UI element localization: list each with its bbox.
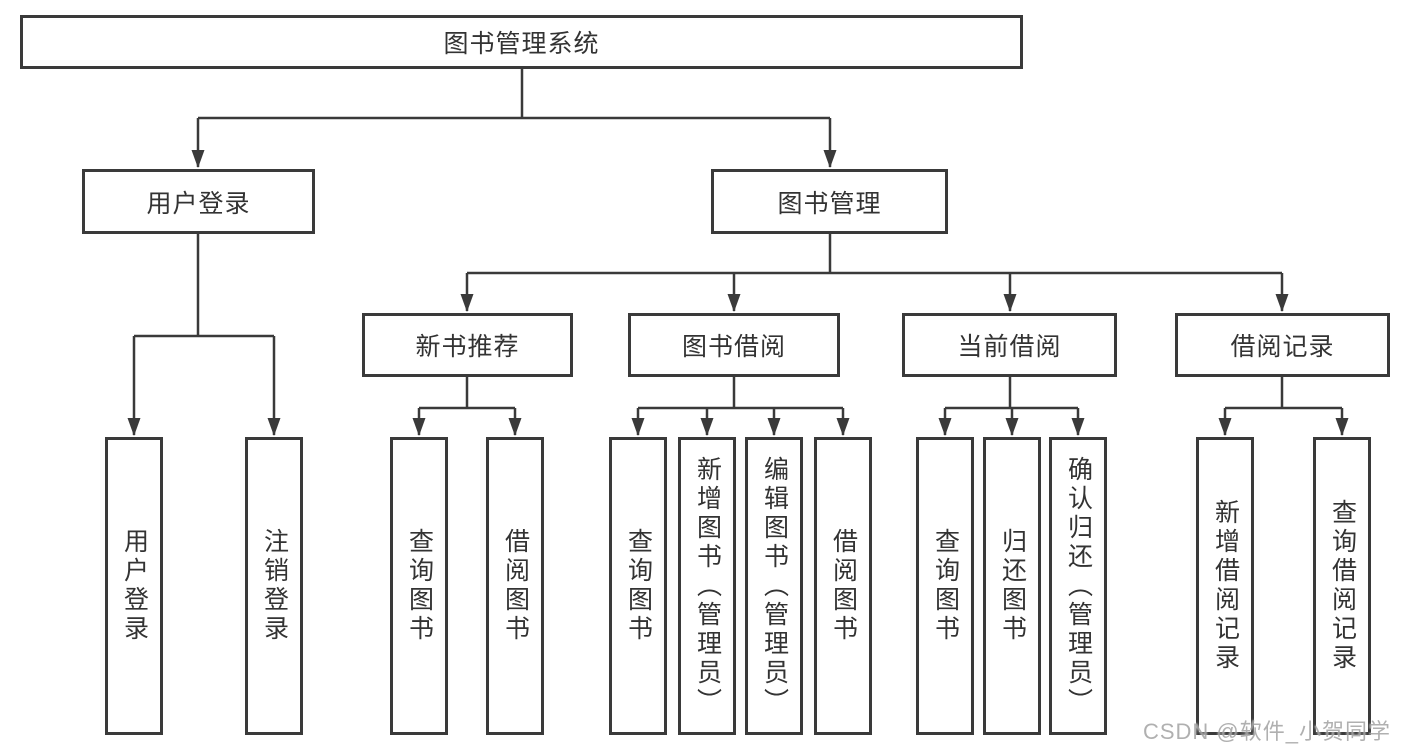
node-label: 图书管理 bbox=[777, 189, 882, 218]
leaf-confirm-return-admin: 确认归还（管理员） bbox=[1049, 437, 1107, 735]
connector-borrow-records-children bbox=[1218, 377, 1349, 436]
leaf-edit-books-admin: 编辑图书（管理员） bbox=[745, 437, 803, 735]
leaf-query-books-recommend: 查询图书 bbox=[390, 437, 448, 735]
leaf-query-books-borrow: 查询图书 bbox=[609, 437, 667, 735]
node-label: 归还图书 bbox=[998, 528, 1027, 644]
connector-root-to-level2 bbox=[191, 68, 837, 168]
csdn-watermark: CSDN @软件_小贺同学 bbox=[1142, 719, 1391, 744]
leaf-query-books-current: 查询图书 bbox=[916, 437, 974, 735]
leaf-add-borrow-record: 新增借阅记录 bbox=[1196, 437, 1254, 735]
node-book-management: 图书管理 bbox=[711, 169, 948, 234]
leaf-logout: 注销登录 bbox=[245, 437, 303, 735]
node-label: 新增图书（管理员） bbox=[693, 455, 722, 717]
node-borrowing-records: 借阅记录 bbox=[1175, 313, 1390, 377]
leaf-add-books-admin: 新增图书（管理员） bbox=[678, 437, 736, 735]
connector-user-login-children bbox=[127, 234, 281, 436]
node-user-login: 用户登录 bbox=[82, 169, 315, 234]
leaf-user-login: 用户登录 bbox=[105, 437, 163, 735]
node-label: 当前借阅 bbox=[957, 333, 1062, 361]
node-new-book-recommendation: 新书推荐 bbox=[362, 313, 573, 377]
node-label: 图书管理系统 bbox=[443, 30, 600, 58]
node-label: 借阅图书 bbox=[829, 528, 858, 644]
node-label: 查询借阅记录 bbox=[1328, 499, 1357, 673]
node-label: 注销登录 bbox=[260, 528, 289, 644]
node-label: 图书借阅 bbox=[681, 333, 786, 361]
connector-current-borrow-children bbox=[938, 377, 1085, 436]
leaf-borrow-books-recommend: 借阅图书 bbox=[486, 437, 544, 735]
connector-new-book-children bbox=[412, 377, 522, 436]
connector-book-management-children bbox=[460, 234, 1289, 312]
node-label: 用户登录 bbox=[146, 189, 251, 218]
node-current-borrowing: 当前借阅 bbox=[902, 313, 1117, 377]
node-label: 用户登录 bbox=[120, 528, 149, 644]
node-library-management-system: 图书管理系统 bbox=[20, 15, 1023, 69]
node-label: 编辑图书（管理员） bbox=[760, 455, 789, 717]
node-book-borrowing: 图书借阅 bbox=[628, 313, 840, 377]
node-label: 查询图书 bbox=[405, 528, 434, 644]
node-label: 确认归还（管理员） bbox=[1064, 455, 1093, 717]
node-label: 新增借阅记录 bbox=[1211, 499, 1240, 673]
leaf-borrow-books: 借阅图书 bbox=[814, 437, 872, 735]
leaf-query-borrow-record: 查询借阅记录 bbox=[1313, 437, 1371, 735]
node-label: 借阅图书 bbox=[501, 528, 530, 644]
leaf-return-books: 归还图书 bbox=[983, 437, 1041, 735]
node-label: 新书推荐 bbox=[415, 333, 520, 361]
connector-book-borrow-children bbox=[631, 377, 850, 436]
node-label: 查询图书 bbox=[931, 528, 960, 644]
node-label: 借阅记录 bbox=[1230, 333, 1335, 361]
node-label: 查询图书 bbox=[624, 528, 653, 644]
